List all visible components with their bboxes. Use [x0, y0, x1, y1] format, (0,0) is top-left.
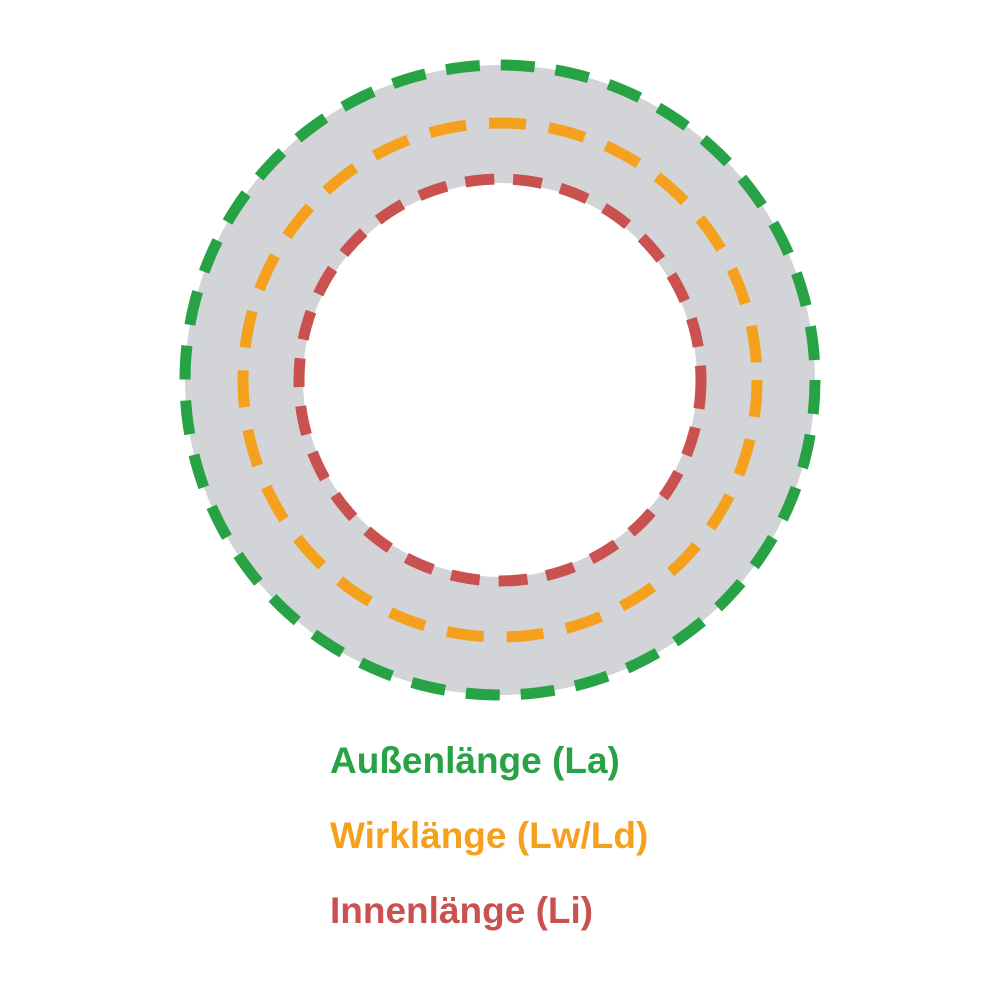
outer-length-label: Außenlänge (La)	[330, 740, 620, 781]
effective-length-circle	[237, 117, 763, 643]
outer-length-circle	[179, 59, 821, 701]
inner-length-circle	[293, 173, 707, 587]
inner-length-label: Innenlänge (Li)	[330, 890, 593, 931]
effective-length-label: Wirklänge (Lw/Ld)	[330, 815, 648, 856]
